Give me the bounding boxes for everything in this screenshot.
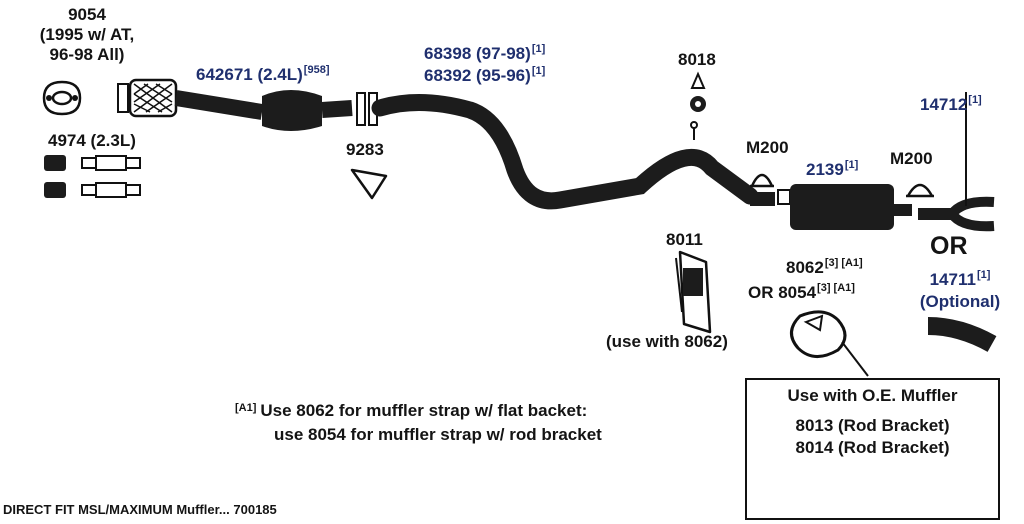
label-14711: 14711[1] (Optional) <box>904 269 1016 312</box>
footnote-a1-ref: [A1] <box>235 402 257 414</box>
label-8054-text: OR 8054 <box>748 283 817 302</box>
label-8062-text: 8062 <box>786 258 824 277</box>
label-642671-ref: [958] <box>303 64 330 76</box>
footer-caption: DIRECT FIT MSL/MAXIMUM Muffler... 700185 <box>3 502 277 517</box>
label-68398: 68398 (97-98)[1] <box>424 43 546 66</box>
oe-box-line1: 8013 (Rod Bracket) <box>795 416 950 435</box>
footnote-a1-line1: Use 8062 for muffler strap w/ flat backe… <box>260 401 588 420</box>
oe-muffler-box: Use with O.E. Muffler 8013 (Rod Bracket)… <box>745 378 1000 520</box>
label-2139-ref: [1] <box>844 159 859 171</box>
label-14712: 14712[1] <box>920 94 982 117</box>
footnote-a1: [A1]Use 8062 for muffler strap w/ flat b… <box>234 400 602 445</box>
label-14711-optional: (Optional) <box>919 292 1001 311</box>
label-8011-use-with: (use with 8062) <box>606 332 728 351</box>
label-642671-text: 642671 (2.4L) <box>196 65 303 84</box>
label-or: OR <box>930 232 968 260</box>
label-m200-right: M200 <box>890 149 933 168</box>
muffler-2139-drawing <box>777 184 912 230</box>
bracket-8011-drawing <box>675 250 712 334</box>
label-8054-ref: [3] [A1] <box>817 282 855 294</box>
strap-8062-8054-drawing <box>790 310 869 377</box>
label-9054-line2: (1995 w/ AT, <box>39 25 135 44</box>
label-2139: 2139[1] <box>806 159 859 182</box>
label-9054-number: 9054 <box>68 5 106 24</box>
label-2139-text: 2139 <box>806 160 844 179</box>
label-68398-ref: [1] <box>531 43 546 55</box>
tailpipe-14712-drawing <box>918 92 995 232</box>
label-9054: 9054 (1995 w/ AT, 96-98 All) <box>24 5 150 65</box>
label-4974: 4974 (2.3L) <box>48 131 136 150</box>
label-14712-text: 14712 <box>920 95 968 114</box>
label-8062: 8062[3] [A1] <box>786 257 863 280</box>
oe-box-line2: 8014 (Rod Bracket) <box>795 438 950 457</box>
label-14711-text: 14711 <box>929 270 976 289</box>
label-68392: 68392 (95-96)[1] <box>424 65 546 88</box>
label-m200-left: M200 <box>746 138 789 157</box>
label-8054: OR 8054[3] [A1] <box>748 282 855 305</box>
label-8062-ref: [3] [A1] <box>824 257 863 269</box>
flex-pipe-drawing <box>117 78 178 118</box>
m200-clamp-right-drawing <box>906 183 934 198</box>
label-8018: 8018 <box>678 50 716 69</box>
label-14711-ref: [1] <box>976 269 991 281</box>
hanger-8018-drawing <box>690 71 706 140</box>
parts-4974-drawing <box>44 155 141 198</box>
exhaust-pipe-drawing <box>174 90 775 210</box>
m200-clamp-left-drawing <box>750 173 774 188</box>
gasket-9283-drawing <box>350 168 388 200</box>
gasket-9054-drawing <box>42 80 82 116</box>
label-14712-ref: [1] <box>968 94 982 106</box>
label-68392-ref: [1] <box>531 65 546 77</box>
label-642671: 642671 (2.4L)[958] <box>196 64 330 87</box>
footnote-a1-line2: use 8054 for muffler strap w/ rod bracke… <box>274 425 602 444</box>
oe-box-title: Use with O.E. Muffler <box>787 386 958 405</box>
label-8011: 8011 <box>666 230 703 249</box>
tailpipe-14711-drawing <box>927 317 997 352</box>
label-68398-text: 68398 (97-98) <box>424 44 531 63</box>
label-9054-line3: 96-98 All) <box>49 45 125 64</box>
label-68392-text: 68392 (95-96) <box>424 66 531 85</box>
label-9283: 9283 <box>346 140 384 159</box>
